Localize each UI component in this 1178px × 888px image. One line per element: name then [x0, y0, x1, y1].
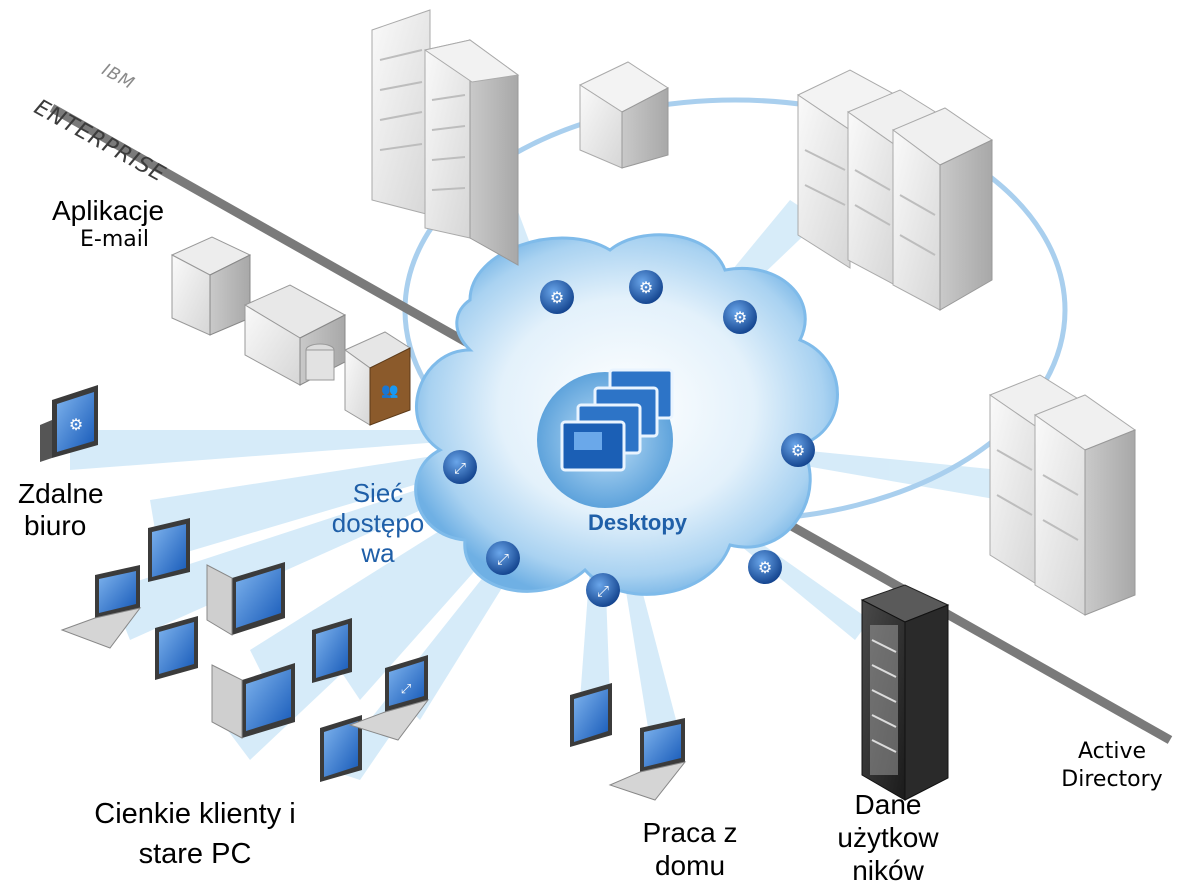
server-rack-icon — [371, 9, 1137, 616]
monitor-icon: ⚙ — [40, 385, 612, 782]
app-server-group: 👥 — [170, 236, 412, 426]
label-user-data-line1: Dane — [854, 789, 922, 820]
label-thin-clients: Cienkie klienty i stare PC — [60, 794, 330, 874]
label-remote-office-line2: biuro — [24, 510, 87, 541]
label-user-data-line3: ników — [852, 855, 924, 886]
label-applications-line2: E-mail — [80, 227, 149, 252]
svg-text:⚙: ⚙ — [69, 417, 83, 434]
label-access-network-line3: wa — [361, 538, 395, 568]
label-active-directory-line1: Active — [1077, 739, 1147, 764]
label-remote-office: Zdalne biuro — [18, 478, 104, 542]
label-active-directory-line2: Directory — [1061, 767, 1163, 792]
label-access-network-line2: dostępo — [331, 508, 425, 538]
label-user-data-line2: użytkow — [837, 822, 939, 853]
svg-text:👥: 👥 — [381, 382, 398, 399]
label-work-from-home-line2: domu — [654, 850, 726, 881]
label-remote-office-line1: Zdalne — [18, 478, 104, 509]
laptop-icon: ⤢ — [60, 565, 687, 801]
svg-text:⤢: ⤢ — [401, 681, 411, 696]
label-access-network-line1: Sieć — [352, 478, 404, 508]
svg-text:⚙: ⚙ — [733, 310, 747, 327]
label-work-from-home: Praca z domu — [630, 816, 750, 882]
svg-text:⚙: ⚙ — [791, 443, 805, 460]
label-thin-clients-line2: stare PC — [138, 838, 252, 870]
svg-text:⚙: ⚙ — [639, 280, 653, 297]
label-access-network: Sieć dostępo wa — [318, 478, 438, 568]
label-active-directory: Active Directory — [1052, 738, 1172, 794]
label-applications: Aplikacje E-mail — [52, 195, 164, 252]
center-label: Desktopy — [588, 510, 688, 535]
svg-text:⚙: ⚙ — [758, 560, 772, 577]
label-applications-line1: Aplikacje — [52, 195, 165, 226]
gear-icon: ⚙ ⚙ ⚙ ⚙ ⚙ — [540, 270, 815, 584]
svg-text:⤢: ⤢ — [597, 583, 610, 600]
svg-text:⤢: ⤢ — [454, 460, 467, 477]
expand-arrows-icon: ⤢ ⤢ ⤢ — [443, 450, 620, 607]
stacked-windows-icon — [560, 368, 674, 472]
label-thin-clients-line1: Cienkie klienty i — [94, 798, 296, 830]
svg-text:⚙: ⚙ — [550, 290, 564, 307]
label-work-from-home-line1: Praca z — [642, 817, 738, 848]
server-rack-icon — [860, 584, 950, 801]
svg-text:⤢: ⤢ — [497, 551, 510, 568]
label-user-data: Dane użytkow ników — [818, 788, 958, 887]
